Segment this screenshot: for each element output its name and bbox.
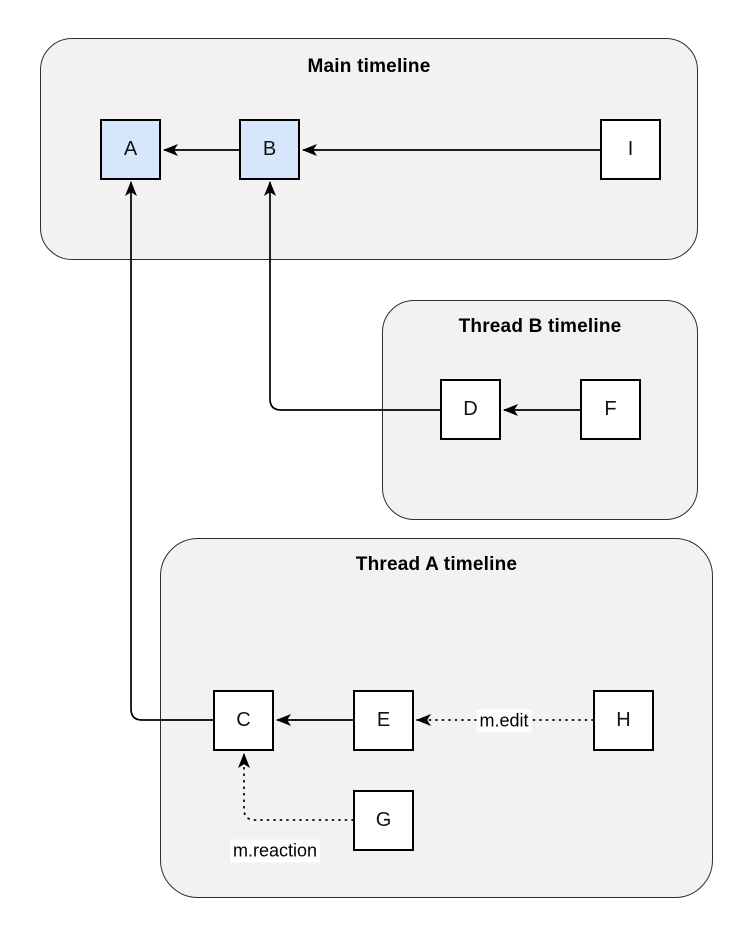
event-node-g: G [353, 790, 414, 851]
event-node-i: I [600, 119, 661, 180]
event-node-g-label: G [375, 809, 392, 831]
thread-a-timeline-title: Thread A timeline [355, 554, 518, 575]
edge-label-m-reaction: m.reaction [229, 839, 321, 863]
event-node-d-label: D [463, 398, 478, 420]
event-node-e: E [353, 690, 414, 751]
event-node-b: B [239, 119, 300, 180]
event-node-h-label: H [616, 709, 631, 731]
thread-b-timeline-container: Thread B timeline [382, 300, 698, 520]
event-node-b-label: B [262, 138, 277, 160]
event-node-c-label: C [236, 709, 251, 731]
event-node-c: C [213, 690, 274, 751]
event-node-f: F [580, 379, 641, 440]
main-timeline-title: Main timeline [307, 56, 431, 77]
thread-b-timeline-title: Thread B timeline [458, 316, 622, 337]
event-node-a-label: A [123, 138, 138, 160]
event-node-e-label: E [376, 709, 391, 731]
event-node-a: A [100, 119, 161, 180]
event-node-h: H [593, 690, 654, 751]
edge-label-m-edit: m.edit [476, 709, 532, 733]
event-node-i-label: I [627, 138, 634, 160]
event-node-f-label: F [604, 398, 617, 420]
event-node-d: D [440, 379, 501, 440]
